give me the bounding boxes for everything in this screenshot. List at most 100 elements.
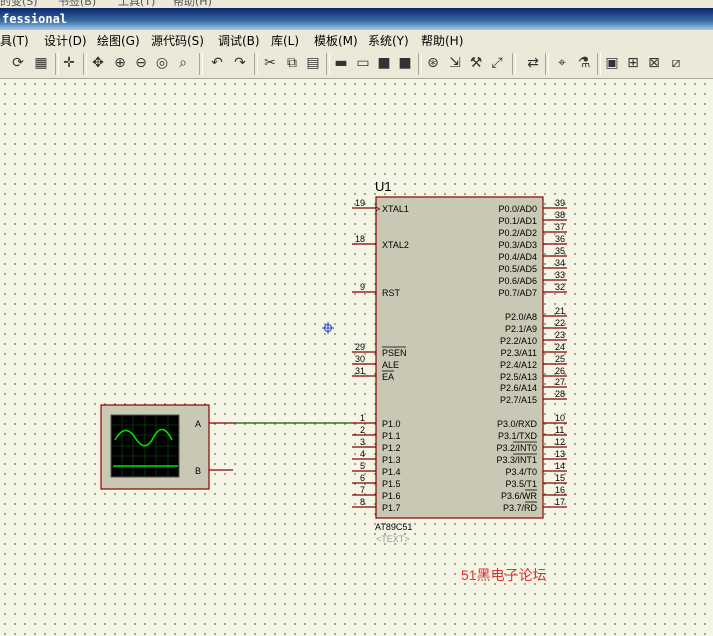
top-menu-item[interactable]: 帮助(H) bbox=[173, 0, 212, 8]
oscilloscope[interactable]: A B bbox=[100, 404, 236, 490]
refresh-icon[interactable]: ⟳ bbox=[12, 55, 24, 71]
zoom-in-icon[interactable]: ⊕ bbox=[114, 55, 126, 71]
toolbar-separator bbox=[597, 53, 601, 75]
wire-autoroute-icon[interactable]: ⇄ bbox=[527, 55, 539, 71]
block-copy-icon[interactable]: ▬ bbox=[334, 55, 348, 71]
chip-pin-left[interactable]: 3P1.2 bbox=[352, 437, 401, 453]
menu-item[interactable]: 设计(D) bbox=[44, 34, 87, 48]
redo-icon[interactable]: ↷ bbox=[234, 55, 246, 71]
zoom-out-icon[interactable]: ⊖ bbox=[135, 55, 147, 71]
block-rotate-icon[interactable]: ■ bbox=[377, 55, 391, 71]
chip-pin-left[interactable]: 8P1.7 bbox=[352, 497, 401, 513]
goto-sheet-icon[interactable]: ⧄ bbox=[671, 55, 681, 71]
top-menu-item[interactable]: 工具(T) bbox=[118, 0, 156, 8]
search-icon[interactable]: ⌖ bbox=[558, 55, 566, 71]
block-move-icon[interactable]: ▭ bbox=[356, 55, 370, 71]
grid-icon[interactable]: ▦ bbox=[34, 55, 48, 71]
pin-name: P2.4/A12 bbox=[500, 360, 537, 370]
pin-number: 18 bbox=[355, 234, 365, 244]
packaging-icon[interactable]: ⚒ bbox=[469, 55, 483, 71]
undo-icon[interactable]: ↶ bbox=[211, 55, 223, 71]
pick-device-icon[interactable]: ⊛ bbox=[427, 55, 439, 71]
property-tool-icon[interactable]: ⚗ bbox=[577, 55, 591, 71]
top-menu-item[interactable]: 的变(S) bbox=[0, 0, 38, 8]
pin-number: 16 bbox=[555, 485, 565, 495]
menu-item[interactable]: 模板(M) bbox=[314, 34, 358, 48]
make-device-icon[interactable]: ⇲ bbox=[449, 55, 461, 71]
copy-icon[interactable]: ⧉ bbox=[287, 55, 297, 71]
chip-body[interactable] bbox=[375, 196, 544, 519]
pin-name: P0.0/AD0 bbox=[498, 204, 537, 214]
pin-number: 15 bbox=[555, 473, 565, 483]
pin-name: P3.3/INT1 bbox=[496, 455, 537, 465]
pin-number: 3 bbox=[360, 437, 365, 447]
origin-icon[interactable]: ✛ bbox=[63, 55, 75, 71]
chip-pin-left[interactable]: 7P1.6 bbox=[352, 485, 401, 501]
chip-pin-left[interactable]: 1P1.0 bbox=[352, 413, 401, 429]
menu-item[interactable]: 帮助(H) bbox=[421, 34, 464, 48]
pin-name: EA bbox=[382, 372, 394, 382]
new-sheet-icon[interactable]: ▣ bbox=[605, 55, 619, 71]
pin-name: P1.2 bbox=[382, 443, 401, 453]
block-delete-icon[interactable]: ■ bbox=[398, 55, 412, 71]
chip-pin-left[interactable]: 2P1.1 bbox=[352, 425, 401, 441]
add-sheet-icon[interactable]: ⊞ bbox=[627, 55, 639, 71]
menu-item[interactable]: 调试(B) bbox=[218, 34, 260, 48]
paste-icon[interactable]: ▤ bbox=[306, 55, 320, 71]
zoom-all-icon[interactable]: ◎ bbox=[155, 55, 169, 71]
zoom-area-icon[interactable]: ⌕ bbox=[179, 55, 187, 71]
top-menu-item[interactable]: 书签(B) bbox=[58, 0, 97, 8]
right-pins: 39P0.0/AD038P0.1/AD137P0.2/AD236P0.3/AD3… bbox=[496, 198, 567, 513]
chip-pin-left[interactable]: 6P1.5 bbox=[352, 473, 401, 489]
pan-icon[interactable]: ✥ bbox=[92, 55, 104, 71]
toolbar-separator bbox=[418, 53, 422, 75]
menu-item[interactable]: 源代码(S) bbox=[151, 34, 204, 48]
cut-icon[interactable]: ✂ bbox=[264, 55, 276, 71]
chip-pin-left[interactable]: 4P1.3 bbox=[352, 449, 401, 465]
remove-sheet-icon[interactable]: ⊠ bbox=[648, 55, 660, 71]
pin-name: P1.0 bbox=[382, 419, 401, 429]
watermark-text: 51黑电子论坛 bbox=[461, 567, 547, 583]
decompose-icon[interactable]: ⤢ bbox=[491, 55, 503, 71]
pin-number: 25 bbox=[555, 354, 565, 364]
menu-item[interactable]: 库(L) bbox=[271, 34, 300, 48]
pin-number: 14 bbox=[555, 461, 565, 471]
chip-pin-left[interactable]: 5P1.4 bbox=[352, 461, 401, 477]
window-title: fessional bbox=[2, 12, 68, 26]
menu-item[interactable]: 绘图(G) bbox=[97, 34, 140, 48]
pin-name: P2.6/A14 bbox=[500, 383, 537, 393]
menu-item[interactable]: 具(T) bbox=[0, 34, 29, 48]
menu-item[interactable]: 系统(Y) bbox=[368, 34, 409, 48]
